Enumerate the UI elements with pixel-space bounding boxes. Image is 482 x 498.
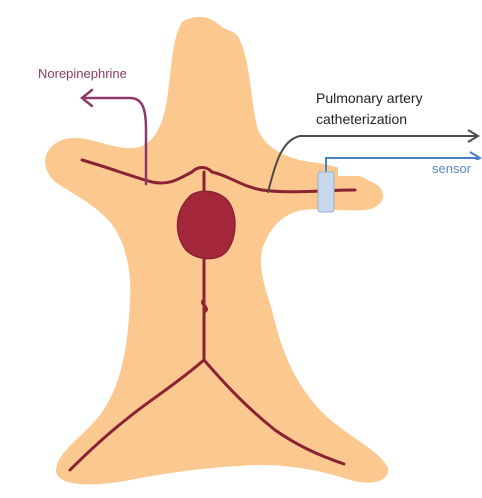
- heart: [178, 191, 235, 258]
- sensor-block: [318, 172, 334, 212]
- catheter-label-line2: catheterization: [316, 111, 407, 127]
- norepinephrine-label: Norepinephrine: [38, 66, 127, 81]
- catheter-label-line1: Pulmonary artery: [316, 90, 423, 106]
- sensor-label: sensor: [432, 161, 472, 176]
